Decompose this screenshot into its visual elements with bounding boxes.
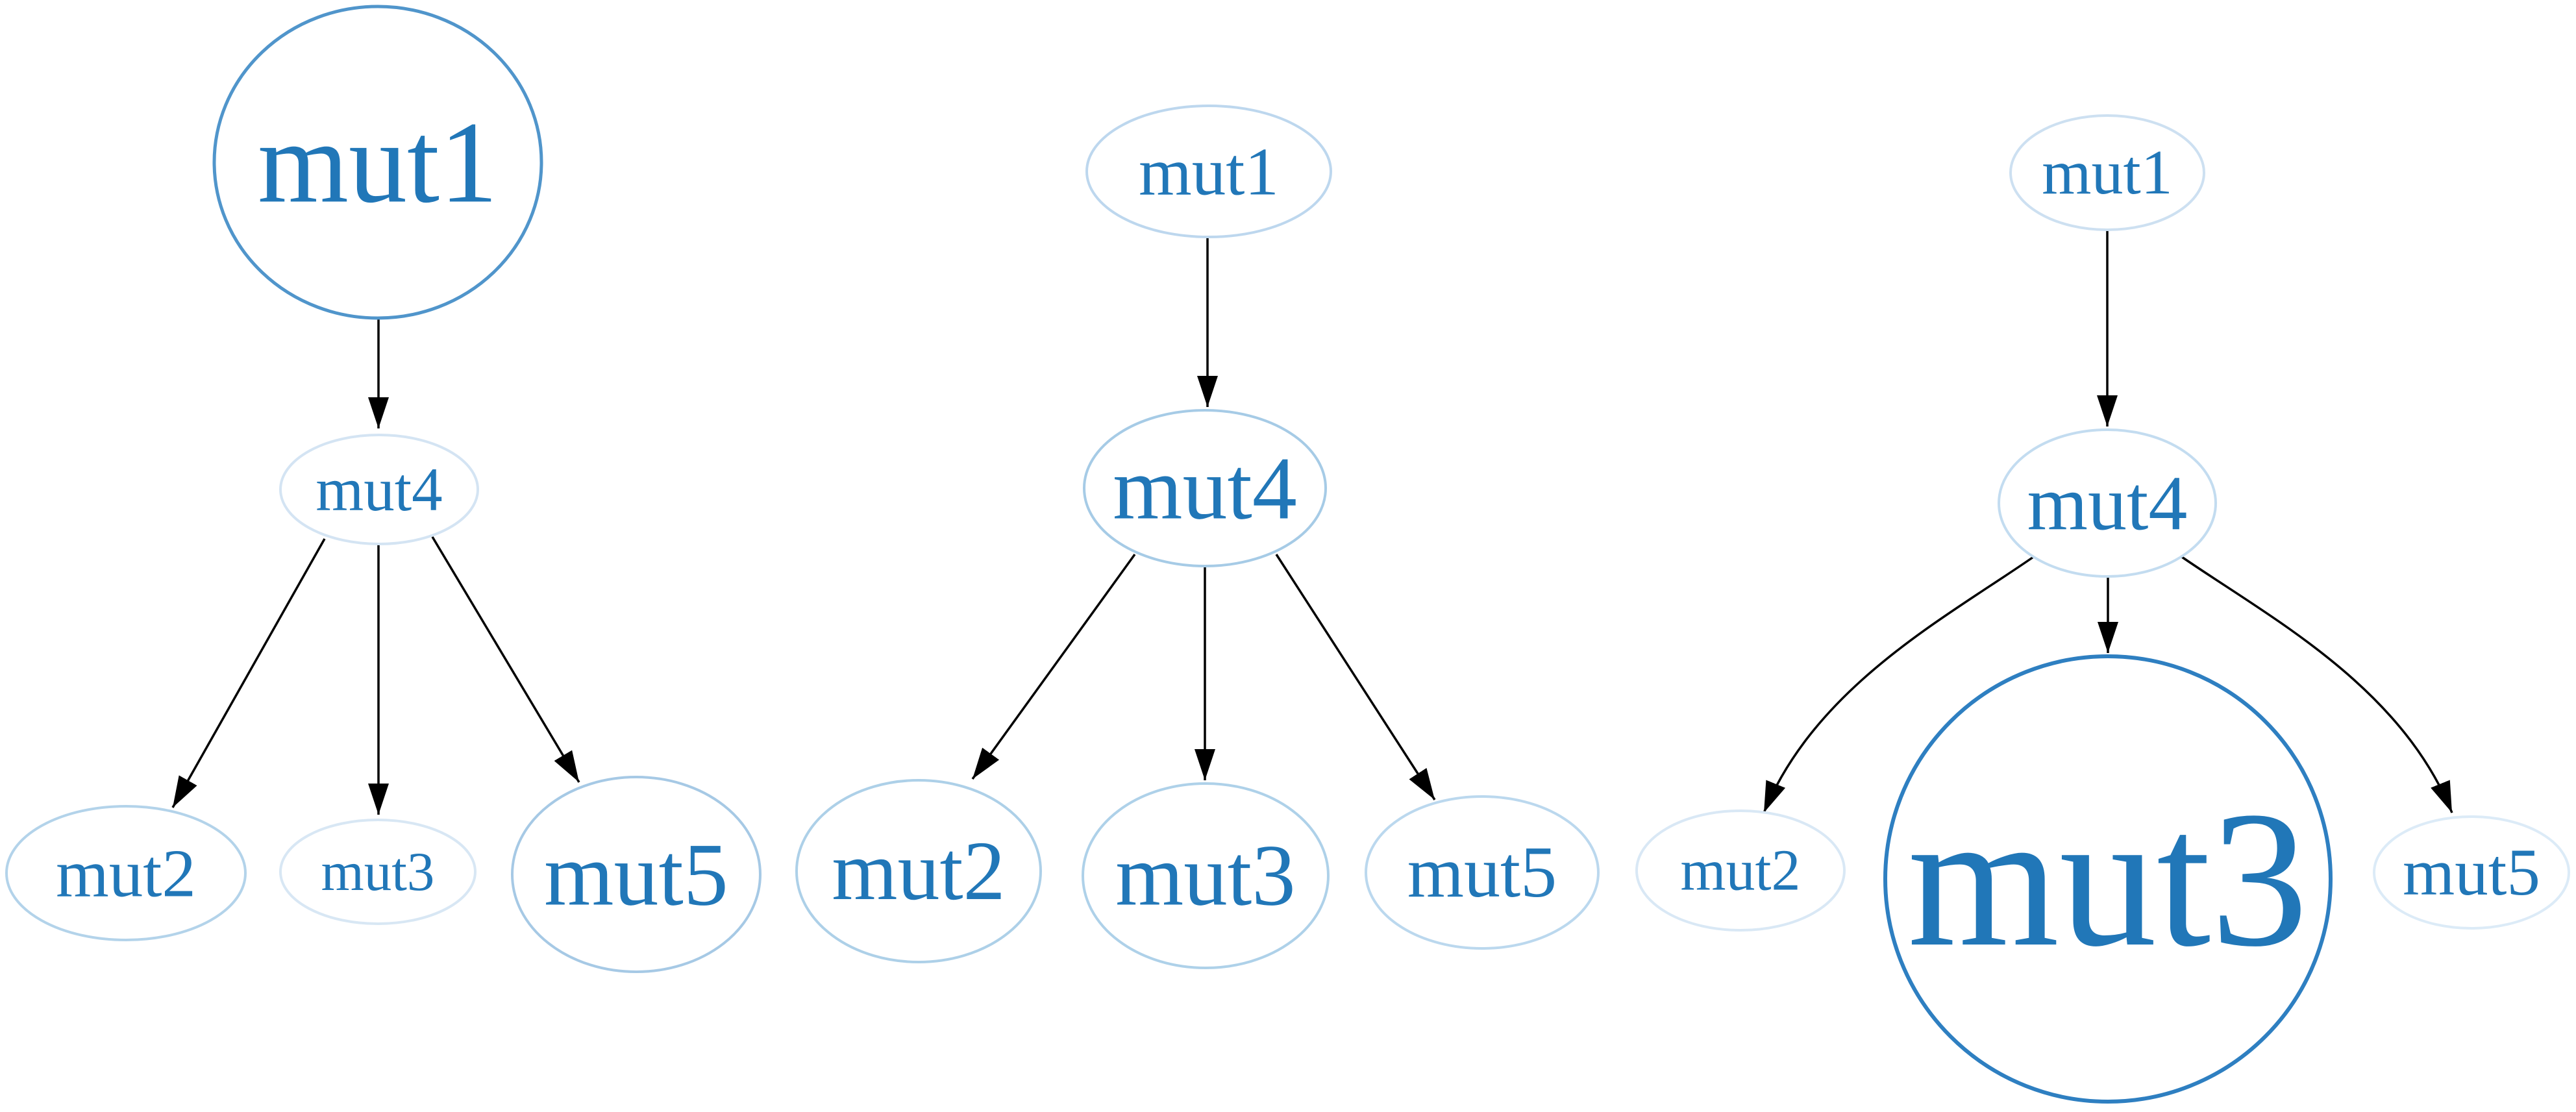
node-circle-mut3: [1883, 654, 2333, 1104]
node-label-mut2: mut2: [832, 824, 1005, 918]
left-tree-node-mut5: mut5: [511, 776, 762, 973]
left-tree: mut1 mut4 mut2 mut3 mut5: [5, 5, 762, 973]
middle-tree-node-mut3: mut3: [1082, 782, 1330, 969]
left-tree-node-mut3: mut3: [279, 819, 477, 925]
node-label-mut5: mut5: [1407, 832, 1557, 913]
node-circle-mut2: [1635, 809, 1846, 932]
right-tree-node-mut2: mut2: [1635, 809, 1846, 932]
node-label-mut4: mut4: [316, 455, 442, 524]
middle-tree: mut1 mut4 mut2 mut3 mut5: [795, 105, 1600, 969]
node-circle-mut5: [511, 776, 762, 973]
node-label-mut3: mut3: [1908, 771, 2309, 987]
node-label-mut5: mut5: [544, 825, 728, 924]
node-label-mut2: mut2: [1680, 839, 1800, 903]
edge-mut4-to-mut2: [171, 538, 326, 808]
node-circle-mut2: [5, 805, 247, 941]
node-label-mut4: mut4: [1113, 439, 1297, 538]
node-circle-mut5: [1365, 795, 1600, 950]
node-circle-mut4: [1083, 409, 1327, 567]
node-label-mut1: mut1: [1139, 134, 1279, 210]
node-label-mut3: mut3: [321, 841, 435, 902]
node-circle-mut1: [2009, 114, 2205, 231]
node-label-mut2: mut2: [56, 835, 196, 911]
right-tree-node-mut4: mut4: [1998, 428, 2217, 578]
node-label-mut5: mut5: [2403, 835, 2540, 909]
right-tree: mut1 mut4 mut2 mut3 mut5: [1635, 114, 2570, 1104]
node-label-mut1: mut1: [2042, 138, 2172, 208]
middle-tree-node-mut2: mut2: [795, 779, 1042, 963]
node-circle-mut4: [279, 434, 479, 545]
node-label-mut3: mut3: [1115, 828, 1296, 924]
node-label-mut1: mut1: [258, 98, 498, 227]
edge-mut4-to-mut5: [2179, 554, 2453, 813]
edge-mut4-to-mut5: [431, 536, 580, 783]
node-circle-mut2: [795, 779, 1042, 963]
middle-tree-node-mut1: mut1: [1085, 105, 1332, 238]
edge-mut4-to-mut2: [971, 553, 1136, 780]
left-tree-node-mut2: mut2: [5, 805, 247, 941]
right-tree-node-mut3: mut3: [1883, 654, 2333, 1104]
node-circle-mut1: [212, 5, 543, 320]
edge-mut4-to-mut5: [1275, 554, 1436, 800]
node-circle-mut3: [1082, 782, 1330, 969]
middle-tree-node-mut5: mut5: [1365, 795, 1600, 950]
node-circle-mut5: [2373, 815, 2570, 930]
node-circle-mut4: [1998, 428, 2217, 578]
left-tree-node-mut1: mut1: [212, 5, 543, 320]
edge-mut4-to-mut2: [1763, 554, 2036, 813]
node-circle-mut1: [1085, 105, 1332, 238]
node-circle-mut3: [279, 819, 477, 925]
middle-tree-node-mut4: mut4: [1083, 409, 1327, 567]
node-label-mut4: mut4: [2027, 460, 2188, 547]
right-tree-node-mut5: mut5: [2373, 815, 2570, 930]
left-tree-node-mut4: mut4: [279, 434, 479, 545]
right-tree-node-mut1: mut1: [2009, 114, 2205, 231]
